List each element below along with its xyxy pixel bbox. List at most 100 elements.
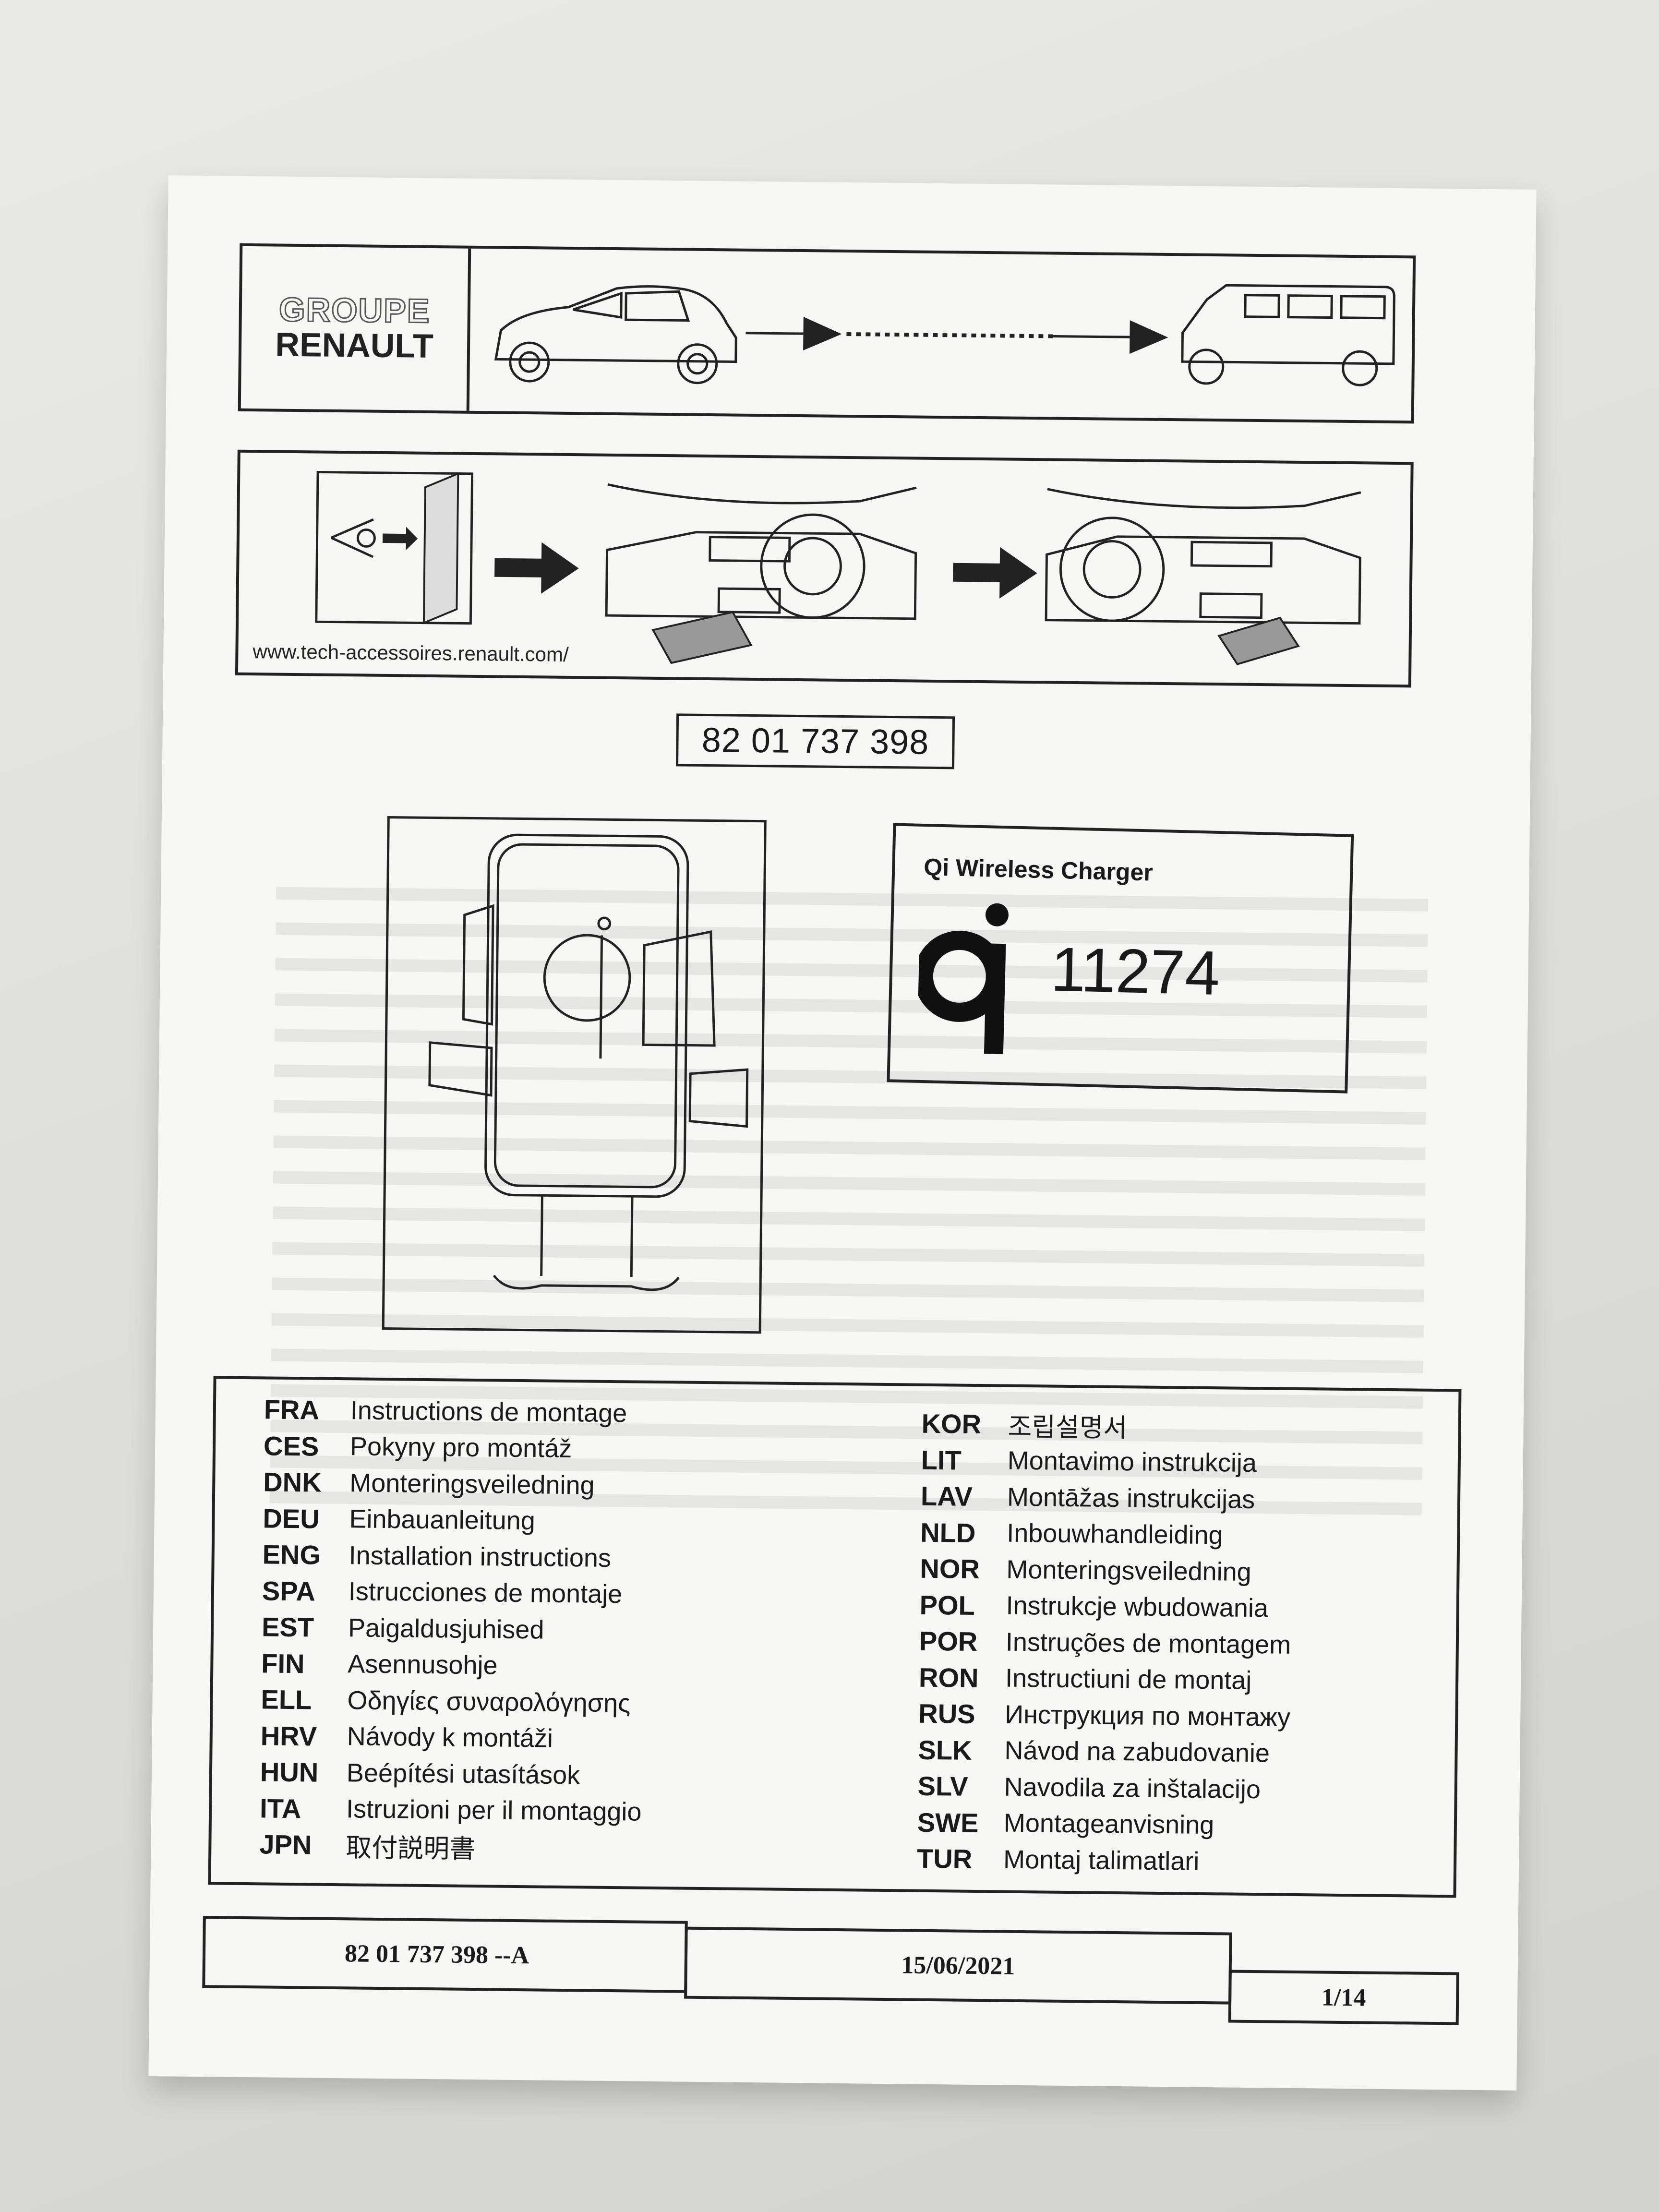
language-code: POL [919,1589,975,1621]
language-row: DNK Monteringsveiledning [263,1464,645,1504]
language-title: Inbouwhandleiding [1006,1518,1223,1550]
groupe-renault-logo: GROUPE RENAULT [240,246,471,411]
language-title: Οδηγίες συναρολόγησης [347,1686,631,1718]
footer: 82 01 737 398 --A 15/06/2021 1/14 [202,1916,1461,2025]
language-column-right: KOR 조립설명서 LIT Montavimo instrukcija LAV Mon… [917,1406,1294,1881]
language-title: Navodila za inštalacijo [1004,1772,1261,1804]
footer-page-number: 1/14 [1228,1970,1459,2025]
right-arrow-icon [494,542,579,594]
language-row: POL Instrukcje wbudowania [919,1587,1292,1627]
store-manual-illustration [315,470,1361,665]
language-row: RUS Инструкция по монтажу [918,1695,1291,1736]
language-code: NLD [920,1517,976,1548]
language-title: 조립설명서 [1008,1412,1128,1443]
language-code: CES [263,1431,319,1462]
language-title: Paigaldusjuhised [348,1613,544,1645]
language-row: SWE Montageanvisning [917,1804,1290,1844]
language-row: SLV Navodila za inštalacijo [917,1768,1290,1808]
language-code: KOR [921,1408,982,1440]
language-row: LIT Montavimo instrukcija [921,1442,1293,1482]
language-title: Instrukcje wbudowania [1006,1591,1269,1623]
language-row: KOR 조립설명서 [921,1406,1294,1446]
language-row: SLK Návod na zabudovanie [918,1731,1290,1772]
arrow-icon [745,317,1168,354]
language-code: FIN [261,1648,305,1679]
language-title: Istrucciones de montaje [348,1577,623,1609]
language-title: Návody k montáži [347,1722,553,1754]
language-row: HRV Návody k montáži [260,1718,642,1758]
language-title: Beépítési utasítások [346,1758,580,1790]
language-code: EST [261,1611,314,1643]
instruction-sheet: GROUPE RENAULT [148,175,1537,2091]
language-title: Montavimo instrukcija [1007,1446,1257,1478]
language-row: LAV Montāžas instrukcijas [921,1478,1293,1518]
language-row: NLD Inbouwhandleiding [920,1514,1293,1554]
language-code: SLK [918,1734,972,1766]
language-code: RUS [918,1698,975,1730]
language-title: Installation instructions [349,1541,612,1573]
language-code: POR [919,1625,978,1657]
language-row: SPA Istrucciones de montaje [262,1573,644,1613]
language-code: NOR [920,1553,980,1585]
part-number: 82 01 737 398 [675,713,955,769]
phone-holder-illustration [428,833,749,1291]
language-code: ELL [261,1684,312,1715]
website-url[interactable]: www.tech-accessoires.renault.com/ [252,640,569,666]
language-code: TUR [916,1843,973,1875]
logo-renault-text: RENAULT [275,325,434,365]
language-title: Инструкция по монтажу [1005,1700,1291,1732]
dashboard-left-icon [605,483,917,620]
language-title: Návod na zabudovanie [1004,1736,1270,1768]
language-title: Montāžas instrukcijas [1007,1482,1255,1514]
language-row: NOR Monteringsveiledning [920,1551,1292,1591]
language-code: SPA [262,1575,316,1607]
language-row: EST Paigaldusjuhised [262,1609,644,1649]
language-title: 取付説明書 [346,1833,476,1864]
language-code: HUN [260,1756,319,1788]
qi-certification-panel: Qi Wireless Charger 11274 [887,823,1354,1094]
qi-certification-number: 11274 [1050,934,1221,1009]
language-row: ITA Istruzioni per il montaggio [260,1790,642,1830]
language-row: DEU Einbauanleitung [263,1500,645,1540]
dashboard-right-icon [1045,488,1361,625]
language-title: Monteringsveiledning [1006,1555,1252,1587]
language-title: Einbauanleitung [349,1504,536,1536]
language-title: Istruzioni per il montaggio [346,1794,642,1827]
language-code: SWE [917,1807,979,1838]
language-row: TUR Montaj talimatlari [917,1840,1289,1881]
language-title: Instruções de montagem [1005,1627,1291,1659]
van-icon [1181,284,1395,386]
language-code: ENG [262,1539,321,1570]
language-code: SLV [917,1770,968,1802]
language-title: Monteringsveiledning [349,1468,595,1500]
language-row: HUN Beépítési utasítások [260,1754,642,1794]
language-code: HRV [260,1720,317,1752]
logo-groupe-text: GROUPE [278,290,431,330]
manual-slot-left-icon [651,611,753,664]
footer-date: 15/06/2021 [684,1926,1232,2005]
language-title: Montaj talimatlari [1003,1845,1200,1876]
manual-slot-right-icon [1217,616,1300,665]
product-image-panel [382,816,767,1334]
pictogram-panel: www.tech-accessoires.renault.com/ [235,449,1414,688]
car-icon [494,285,737,385]
qi-title: Qi Wireless Charger [923,853,1154,886]
language-title: Montageanvisning [1003,1808,1214,1840]
language-code: DEU [263,1503,320,1534]
language-row: JPN 取付説明書 [259,1826,641,1866]
language-code: FRA [264,1394,320,1425]
language-code: LAV [920,1481,973,1512]
language-code: JPN [259,1829,312,1860]
language-title: Instructiuni de montaj [1005,1663,1252,1695]
language-code: DNK [263,1467,322,1498]
language-code: LIT [921,1444,962,1476]
language-code: ITA [259,1793,301,1824]
language-row: ENG Installation instructions [262,1536,644,1576]
language-row: POR Instruções de montagem [919,1623,1292,1663]
manual-icon [422,472,459,625]
